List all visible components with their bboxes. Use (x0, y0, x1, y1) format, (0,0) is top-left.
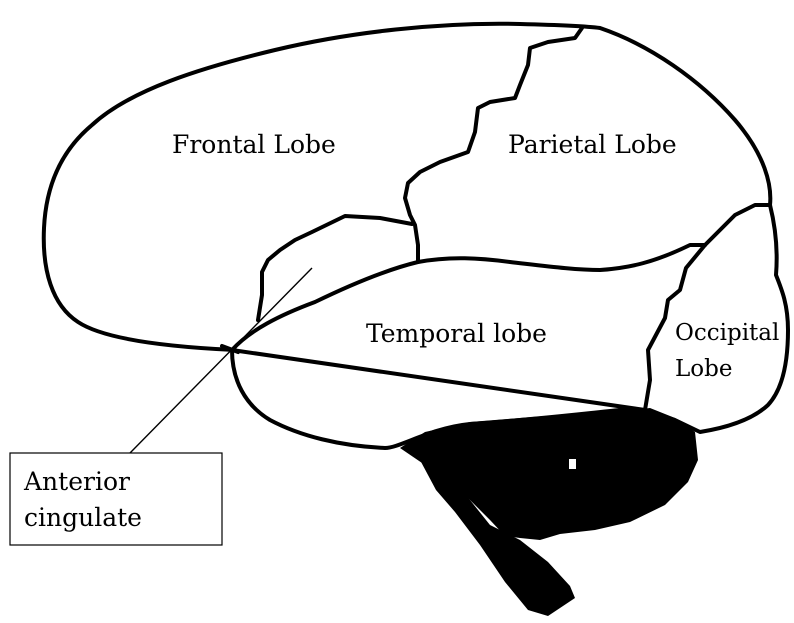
parietal-lobe-label: Parietal Lobe (508, 130, 677, 159)
temporal-lobe-label: Temporal lobe (366, 319, 547, 348)
anterior-cingulate-label-line2: cingulate (24, 503, 142, 532)
occipital-lobe-label-line1: Occipital (675, 320, 779, 346)
occipital-lobe-label-line2: Lobe (675, 356, 732, 382)
anterior-cingulate-contour (258, 216, 412, 320)
cerebellum-white-spot (569, 459, 576, 469)
frontal-lobe-label: Frontal Lobe (172, 130, 336, 159)
anterior-cingulate-label-line1: Anterior (23, 467, 130, 496)
occipital-lobe-outline (645, 205, 788, 432)
